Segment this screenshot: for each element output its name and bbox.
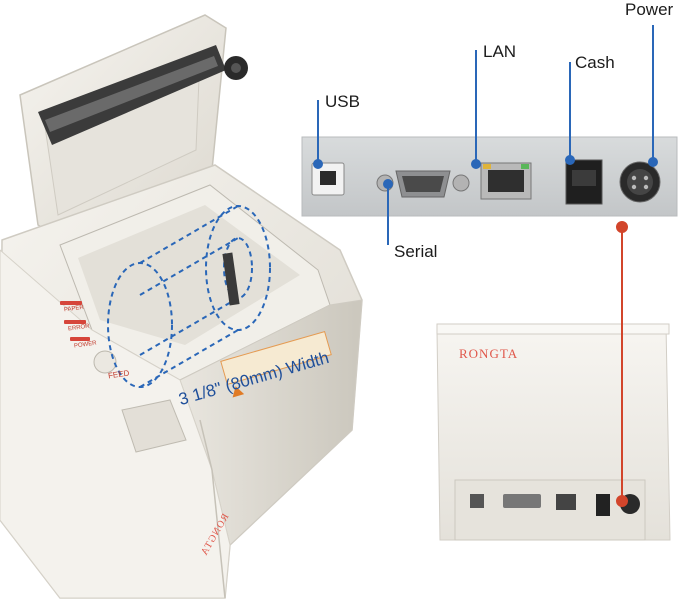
lan-label: LAN — [483, 42, 517, 61]
brand-logo-rear: RONGTA — [459, 346, 519, 361]
serial-label: Serial — [394, 242, 438, 261]
printer-rear-view — [436, 323, 671, 541]
usb-port — [311, 162, 345, 196]
printer-front — [0, 14, 363, 599]
paper-roll-outline — [107, 205, 271, 388]
lan-port — [480, 162, 532, 200]
callout-lines — [313, 25, 658, 245]
power-label: Power — [625, 0, 674, 19]
cash-label: Cash — [575, 53, 615, 72]
usb-label: USB — [325, 92, 360, 111]
cash-drawer-port — [565, 159, 603, 205]
rear-panel-zoom — [301, 136, 678, 217]
power-port — [619, 161, 661, 203]
power-callout-line — [616, 221, 628, 507]
